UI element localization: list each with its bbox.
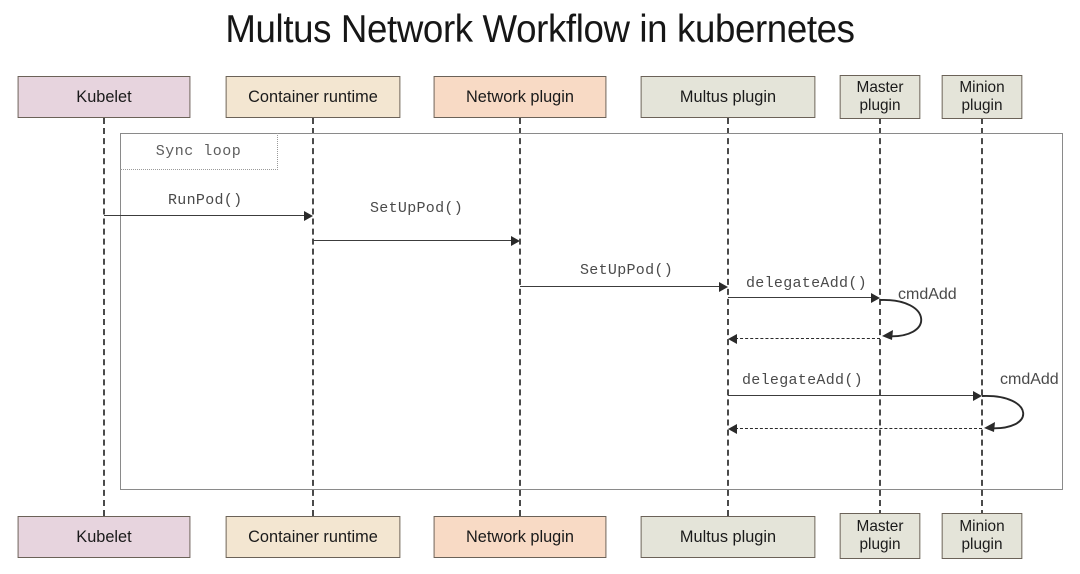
self-message-label-s2: cmdAdd (1000, 371, 1059, 388)
message-arrowhead-m7 (728, 423, 737, 434)
participant-box-bottom-container-runtime[interactable]: Container runtime (225, 516, 401, 558)
message-line-m3 (520, 286, 721, 287)
sync-loop-label: Sync loop (120, 133, 278, 170)
message-arrowhead-m4 (871, 292, 880, 303)
lifeline-network-plugin (519, 118, 521, 516)
message-label-m1: RunPod() (168, 192, 243, 209)
message-label-m3: SetUpPod() (580, 262, 674, 279)
participant-label: Multus plugin (679, 527, 777, 547)
message-line-m6 (728, 395, 975, 396)
page-title: Multus Network Workflow in kubernetes (225, 8, 855, 51)
lifeline-container-runtime (312, 118, 314, 516)
message-line-m7 (735, 428, 982, 429)
message-label-m2: SetUpPod() (370, 200, 464, 217)
participant-label: Network plugin (466, 527, 574, 547)
participant-label: Container runtime (248, 527, 378, 547)
message-arrowhead-m3 (719, 281, 728, 292)
lifeline-master-plugin (879, 118, 881, 516)
participant-box-bottom-multus-plugin[interactable]: Multus plugin (640, 516, 816, 558)
participant-box-top-network-plugin[interactable]: Network plugin (433, 76, 607, 118)
participant-label: Kubelet (76, 527, 132, 547)
message-arrowhead-m1 (304, 210, 313, 221)
message-arrowhead-m5 (728, 333, 737, 344)
message-line-m4 (728, 297, 873, 298)
self-loop-arc (981, 395, 1025, 432)
message-arrowhead-m6 (973, 390, 982, 401)
message-line-m2 (313, 240, 513, 241)
lifeline-kubelet (103, 118, 105, 516)
self-loop-arc (879, 299, 923, 340)
message-label-m6: delegateAdd() (742, 372, 863, 389)
participant-box-bottom-kubelet[interactable]: Kubelet (17, 516, 191, 558)
participant-label: Multus plugin (679, 87, 777, 107)
participant-box-top-multus-plugin[interactable]: Multus plugin (640, 76, 816, 118)
message-line-m1 (104, 215, 306, 216)
participant-box-bottom-network-plugin[interactable]: Network plugin (433, 516, 607, 558)
participant-label: Container runtime (248, 87, 378, 107)
self-message-s2 (976, 390, 1034, 436)
self-message-label-s1: cmdAdd (898, 286, 957, 303)
participant-box-top-container-runtime[interactable]: Container runtime (225, 76, 401, 118)
lifeline-multus-plugin (727, 118, 729, 516)
participant-box-top-kubelet[interactable]: Kubelet (17, 76, 191, 118)
message-line-m5 (735, 338, 880, 339)
message-label-m4: delegateAdd() (746, 275, 867, 292)
participant-label: Network plugin (466, 87, 574, 107)
participant-label: Kubelet (76, 87, 132, 107)
sync-loop-frame (120, 133, 1063, 490)
message-arrowhead-m2 (511, 235, 520, 246)
self-message-s1 (874, 294, 932, 344)
lifeline-minion-plugin (981, 118, 983, 516)
